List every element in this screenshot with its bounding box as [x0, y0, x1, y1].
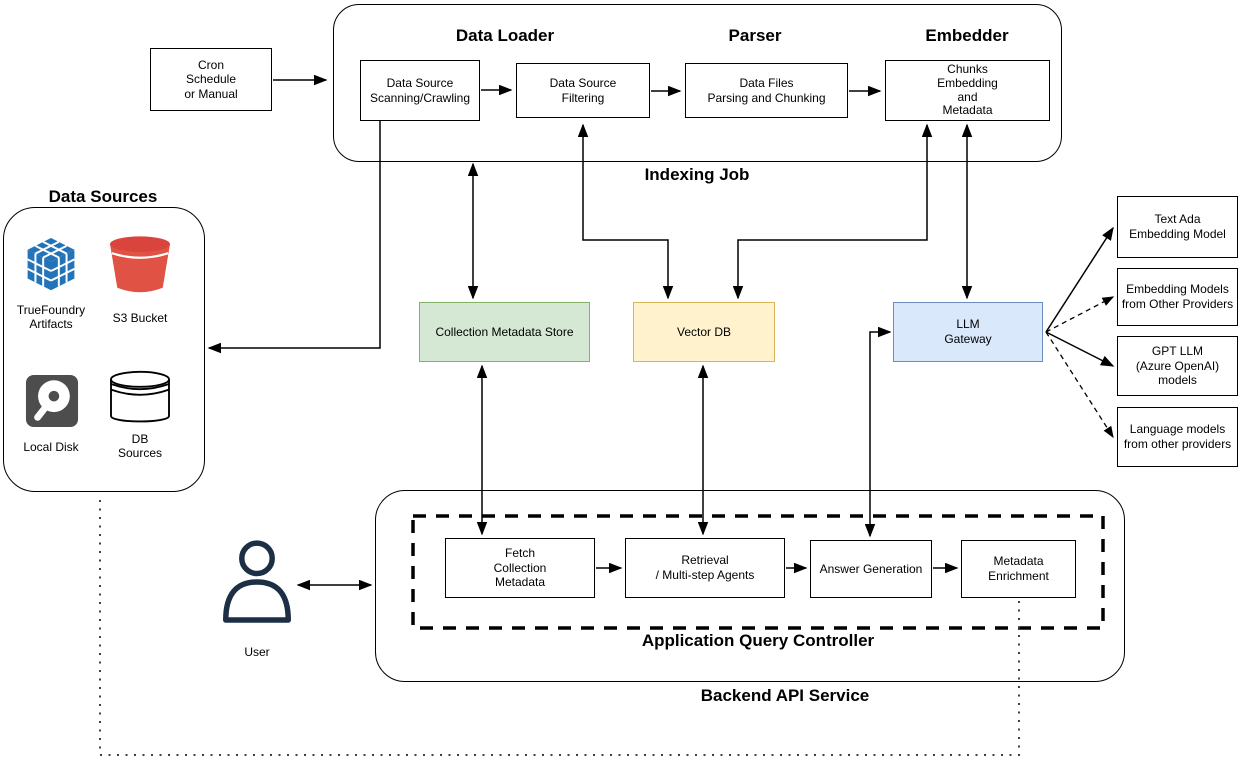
- truefoundry-cube-icon: [27, 238, 75, 291]
- label-db-sources: DB Sources: [117, 432, 163, 460]
- node-vector-db: Vector DB: [633, 302, 775, 362]
- node-chunks-embedding: Chunks Embedding and Metadata: [885, 60, 1050, 121]
- indexing-job-label: Indexing Job: [644, 165, 750, 184]
- header-data-loader: Data Loader: [455, 26, 555, 45]
- node-gpt-llm-azure: GPT LLM (Azure OpenAI) models: [1117, 336, 1238, 396]
- node-embedding-models-other: Embedding Models from Other Providers: [1117, 268, 1238, 326]
- node-answer-generation: Answer Generation: [810, 540, 932, 598]
- node-data-source-filtering: Data Source Filtering: [516, 63, 650, 118]
- connector-gateway-to-text-ada: [1045, 226, 1114, 333]
- node-metadata-enrichment: Metadata Enrichment: [961, 540, 1076, 598]
- connector-gateway-to-language-others: [1045, 331, 1114, 439]
- node-text-ada-embedding: Text Ada Embedding Model: [1117, 196, 1238, 258]
- label-s3-bucket: S3 Bucket: [112, 311, 168, 325]
- node-retrieval-multistep-agents: Retrieval / Multi-step Agents: [625, 538, 785, 598]
- db-cylinder-icon: [110, 370, 170, 423]
- indexing-job-container: [333, 4, 1062, 162]
- s3-bucket-icon: [110, 236, 170, 293]
- local-disk-icon: [25, 374, 79, 428]
- node-llm-gateway: LLM Gateway: [893, 302, 1043, 362]
- label-truefoundry-artifacts: TrueFoundry Artifacts: [16, 303, 86, 331]
- application-query-controller-label: Application Query Controller: [641, 631, 875, 650]
- node-data-files-parsing: Data Files Parsing and Chunking: [685, 63, 848, 118]
- node-language-models-other: Language models from other providers: [1117, 407, 1238, 467]
- user-icon: [223, 540, 291, 623]
- header-parser: Parser: [728, 26, 782, 45]
- label-local-disk: Local Disk: [23, 440, 79, 454]
- connector-gateway-to-embedding-others: [1045, 296, 1115, 333]
- data-sources-container: [3, 207, 205, 492]
- node-cron-schedule: Cron Schedule or Manual: [150, 48, 272, 111]
- node-data-source-scanning: Data Source Scanning/Crawling: [360, 60, 480, 121]
- node-fetch-collection-metadata: Fetch Collection Metadata: [445, 538, 595, 598]
- data-sources-title: Data Sources: [48, 187, 158, 206]
- user-label: User: [244, 645, 270, 659]
- node-collection-metadata-store: Collection Metadata Store: [419, 302, 590, 362]
- connector-gateway-to-gpt-llm: [1045, 331, 1115, 367]
- backend-api-service-label: Backend API Service: [700, 686, 870, 705]
- header-embedder: Embedder: [925, 26, 1009, 45]
